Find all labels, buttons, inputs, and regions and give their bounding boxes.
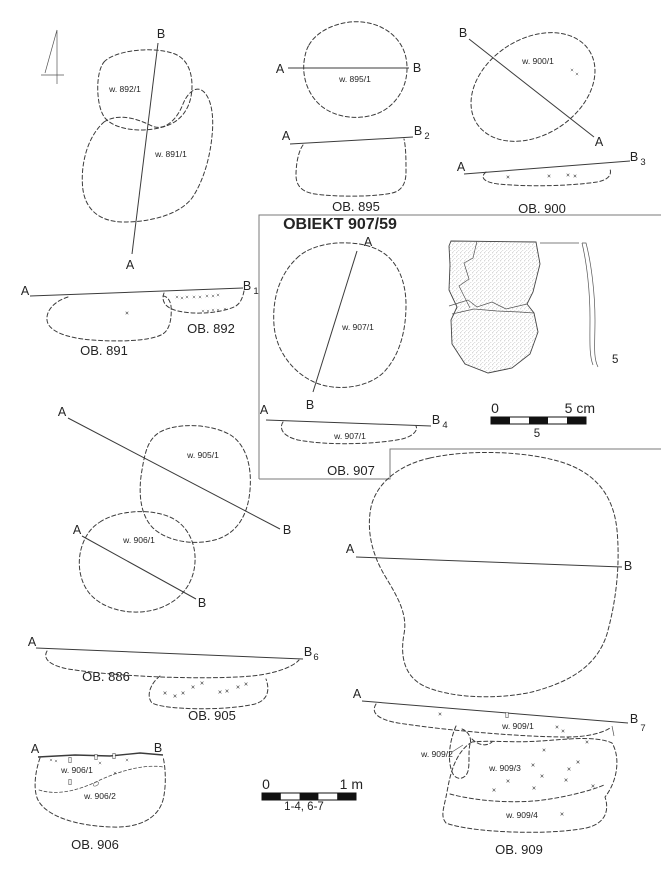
section-point-a: A [31, 742, 40, 756]
caption-ob-907: OB. 907 [327, 463, 375, 478]
layer-label-906: w. 906/1 [122, 535, 155, 545]
section-point-a: A [364, 235, 373, 249]
inset-title: OBIEKT 907/59 [283, 216, 397, 233]
section-point-a: A [595, 135, 604, 149]
pottery-profile-drawing: 5 [581, 242, 618, 368]
scale-applies-label: 1-4, 6-7 [284, 801, 324, 813]
scale-zero-label: 0 [491, 400, 499, 416]
caption-ob-906: OB. 906 [71, 837, 119, 852]
section-point-a: A [58, 405, 67, 419]
panel-section-886-905: A B 6 OB. 886 OB. 905 [28, 635, 319, 723]
find-number-label: 5 [612, 354, 618, 366]
layer-label-909-4: w. 909/4 [505, 810, 538, 820]
layer-label-900: w. 900/1 [521, 56, 554, 66]
caption-ob-886: OB. 886 [82, 669, 130, 684]
inset-box-obiekt-907: OBIEKT 907/59 A B w. 907/1 A B 4 w. 907/… [258, 214, 661, 480]
section-point-b: B [432, 413, 440, 427]
section-point-b: B [198, 596, 206, 610]
layer-label-907: w. 907/1 [341, 322, 374, 332]
pottery-vessel-drawing [448, 240, 579, 374]
layer-label-906-1: w. 906/1 [60, 765, 93, 775]
section-point-b: B [624, 559, 632, 573]
charcoal-marks [163, 681, 248, 698]
caption-ob-895: OB. 895 [332, 199, 380, 214]
caption-ob-905: OB. 905 [188, 708, 236, 723]
section-point-a: A [282, 129, 291, 143]
section-point-b-subscript: 4 [442, 420, 447, 431]
section-point-b: B [154, 741, 162, 755]
section-point-b-subscript: 1 [253, 286, 258, 297]
section-point-b: B [157, 27, 165, 41]
layer-label-907-section: w. 907/1 [333, 431, 366, 441]
section-point-b: B [304, 645, 312, 659]
section-point-a: A [346, 542, 355, 556]
panel-section-909: A B 7 w. 909/1 w. 909/2 w. 909/3 w. 909/… [353, 687, 646, 857]
section-point-a: A [276, 62, 285, 76]
section-point-b-subscript: 3 [640, 157, 645, 168]
layer-label-909-1: w. 909/1 [501, 721, 534, 731]
section-point-b-subscript: 6 [313, 652, 318, 663]
section-point-a: A [260, 403, 269, 417]
layer-label-909-2: w. 909/2 [420, 749, 453, 759]
section-point-b: B [243, 279, 251, 293]
layer-label-906-2: w. 906/2 [83, 791, 116, 801]
section-point-b: B [414, 124, 422, 138]
caption-ob-909: OB. 909 [495, 842, 543, 857]
layer-label-905: w. 905/1 [186, 450, 219, 460]
north-arrow-icon [41, 29, 64, 84]
panel-ob-895: A B w. 895/1 A B 2 OB. 895 [276, 21, 430, 214]
section-point-a: A [21, 284, 30, 298]
section-point-b-subscript: 2 [424, 131, 429, 142]
scale-bar-m: 0 1 m 1-4, 6-7 [261, 776, 363, 813]
section-point-b: B [630, 150, 638, 164]
panel-plan-891-892: B A w. 892/1 w. 891/1 [81, 27, 214, 272]
scale-max-label: 5 cm [565, 400, 595, 416]
panel-plan-909: A B [346, 451, 632, 698]
caption-ob-892: OB. 892 [187, 321, 235, 336]
scale-mid-label: 5 [534, 428, 540, 440]
section-point-b: B [283, 523, 291, 537]
section-point-a: A [457, 160, 466, 174]
scale-max-label: 1 m [340, 776, 363, 792]
panel-plan-905-906: A B w. 905/1 A B w. 906/1 [58, 405, 291, 613]
layer-label-891: w. 891/1 [154, 149, 187, 159]
section-point-b: B [413, 61, 421, 75]
scale-zero-label: 0 [262, 776, 270, 792]
charcoal-marks [570, 68, 579, 76]
panel-ob-900: B A w. 900/1 A B 3 OB. 900 [457, 26, 646, 216]
caption-ob-891: OB. 891 [80, 343, 128, 358]
section-point-a: A [126, 258, 135, 272]
charcoal-marks [125, 293, 227, 315]
section-point-b: B [306, 398, 314, 412]
section-point-a: A [28, 635, 37, 649]
section-point-b: B [459, 26, 467, 40]
section-point-a: A [353, 687, 362, 701]
charcoal-marks [506, 173, 577, 179]
layer-label-909-3: w. 909/3 [488, 763, 521, 773]
layer-label-895: w. 895/1 [338, 74, 371, 84]
scale-bar-cm: 0 5 cm 5 [490, 400, 595, 440]
caption-ob-900: OB. 900 [518, 201, 566, 216]
section-point-b-subscript: 7 [640, 723, 645, 734]
panel-section-906: A B w. 906/1 w. 906/2 OB. 906 [31, 741, 166, 852]
section-point-b: B [630, 712, 638, 726]
section-point-a: A [73, 523, 82, 537]
charcoal-marks [49, 753, 129, 787]
panel-section-891-892: A B 1 OB. 891 OB. 892 [21, 279, 259, 358]
layer-label-892: w. 892/1 [108, 84, 141, 94]
